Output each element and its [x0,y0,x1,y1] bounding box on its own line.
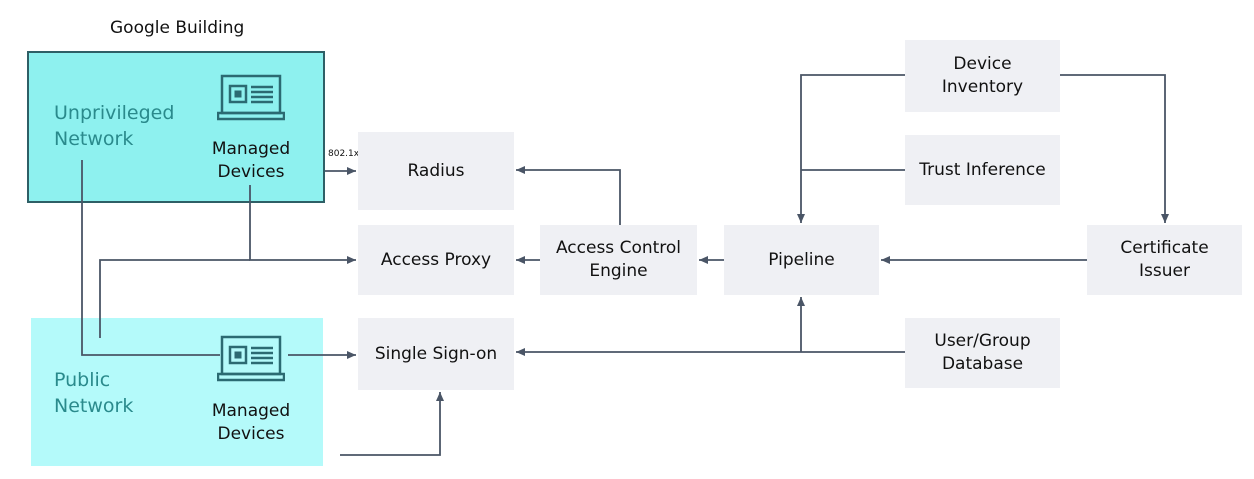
access-proxy-node: Access Proxy [358,225,514,295]
arrow-ace-to-radius [516,166,621,225]
line-network-to-public-devices [81,160,220,356]
radius-node: Radius [358,132,514,210]
trust-inference-node: Trust Inference [905,135,1060,205]
building-title: Google Building [110,18,245,38]
access-control-engine-node: Access Control Engine [540,225,697,295]
line-public-to-access-proxy [99,259,250,338]
public-network-zone [31,318,323,466]
pipeline-node: Pipeline [724,225,879,295]
protocol-label: 802.1x [328,149,360,159]
certificate-issuer-node: Certificate Issuer [1087,225,1242,295]
public-managed-devices-label: Managed Devices [211,401,291,444]
device-inventory-node: Device Inventory [905,40,1060,112]
unprivileged-managed-devices-label: Managed Devices [211,139,291,182]
arrow-inventory-to-cert-issuer [1060,74,1169,223]
arrow-public-to-sso-bottom [340,392,444,456]
single-sign-on-node: Single Sign-on [358,318,514,390]
user-group-database-node: User/Group Database [905,318,1060,388]
laptop-icon [217,74,285,121]
unprivileged-network-label: Unprivileged Network [54,102,175,150]
laptop-icon [217,335,285,382]
arrow-devices-to-access-proxy [249,185,356,264]
public-network-label: Public Network [54,369,134,417]
arrow-inventory-to-pipeline [797,74,905,223]
